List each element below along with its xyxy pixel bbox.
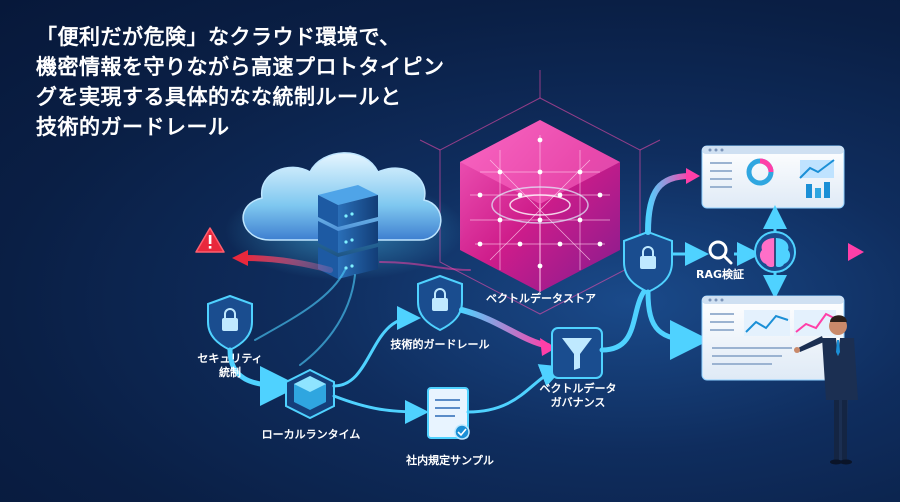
label-security-control: セキュリティ 統制 <box>180 352 280 380</box>
label-security-line-1: セキュリティ <box>197 352 263 365</box>
flow-runtime-to-guardrail <box>332 306 421 388</box>
server-icon <box>318 185 378 279</box>
title-line-3: グを実現する具体的なな統制ルールと <box>36 85 402 109</box>
top-dashboard-panel <box>701 145 845 209</box>
output-arrow <box>794 243 864 261</box>
guardrail-shield-icon <box>417 274 463 332</box>
title-line-2: 機密情報を守りながら高速プロトタイピン <box>36 55 445 79</box>
server-flow-lines <box>254 261 471 366</box>
bottom-dashboard-panel <box>701 295 845 381</box>
flow-security-to-runtime <box>227 347 300 406</box>
funnel-icon <box>551 327 603 379</box>
label-rag: RAG検証 <box>695 268 744 281</box>
title-line-4: 技術的ガードレール <box>36 115 230 139</box>
flow-runtime-to-rules <box>332 394 429 424</box>
flow-guardrail-to-governance <box>459 307 556 356</box>
flow-shield-to-top-panel <box>645 168 700 235</box>
title-line-1: 「便利だが危険」なクラウド環境で、 <box>36 25 401 49</box>
security-shield-icon <box>207 294 253 352</box>
label-local-runtime: ローカルランタイム <box>261 428 361 441</box>
label-guardrail: 技術的ガードレール <box>390 338 490 351</box>
vector-store-cube <box>460 120 620 292</box>
flow-governance-to-shield <box>599 287 648 353</box>
rag-shield-icon <box>623 230 673 294</box>
label-governance-line-2: ガバナンス <box>550 396 606 409</box>
label-rules-sample: 社内規定サンプル <box>406 454 494 467</box>
label-governance-line-1: ベクトルデータ <box>539 382 617 395</box>
flow-shield-to-bottom-panel <box>645 289 710 360</box>
label-governance: ベクトルデータ ガバナンス <box>528 382 628 410</box>
page-title: 「便利だが危険」なクラウド環境で、 機密情報を守りながら高速プロトタイピン グを… <box>36 22 506 142</box>
risk-arrow <box>232 250 333 273</box>
label-security-line-2: 統制 <box>219 366 241 379</box>
local-runtime-icon <box>285 368 335 420</box>
flow-rules-to-governance <box>466 364 565 414</box>
search-icon <box>708 240 733 265</box>
document-icon <box>427 387 470 440</box>
warning-icon <box>195 227 225 253</box>
cube-wireframe <box>419 70 661 315</box>
label-vector-store: ベクトルデータストア <box>486 292 596 305</box>
presenter-figure <box>794 315 858 465</box>
brain-icon <box>754 231 796 273</box>
